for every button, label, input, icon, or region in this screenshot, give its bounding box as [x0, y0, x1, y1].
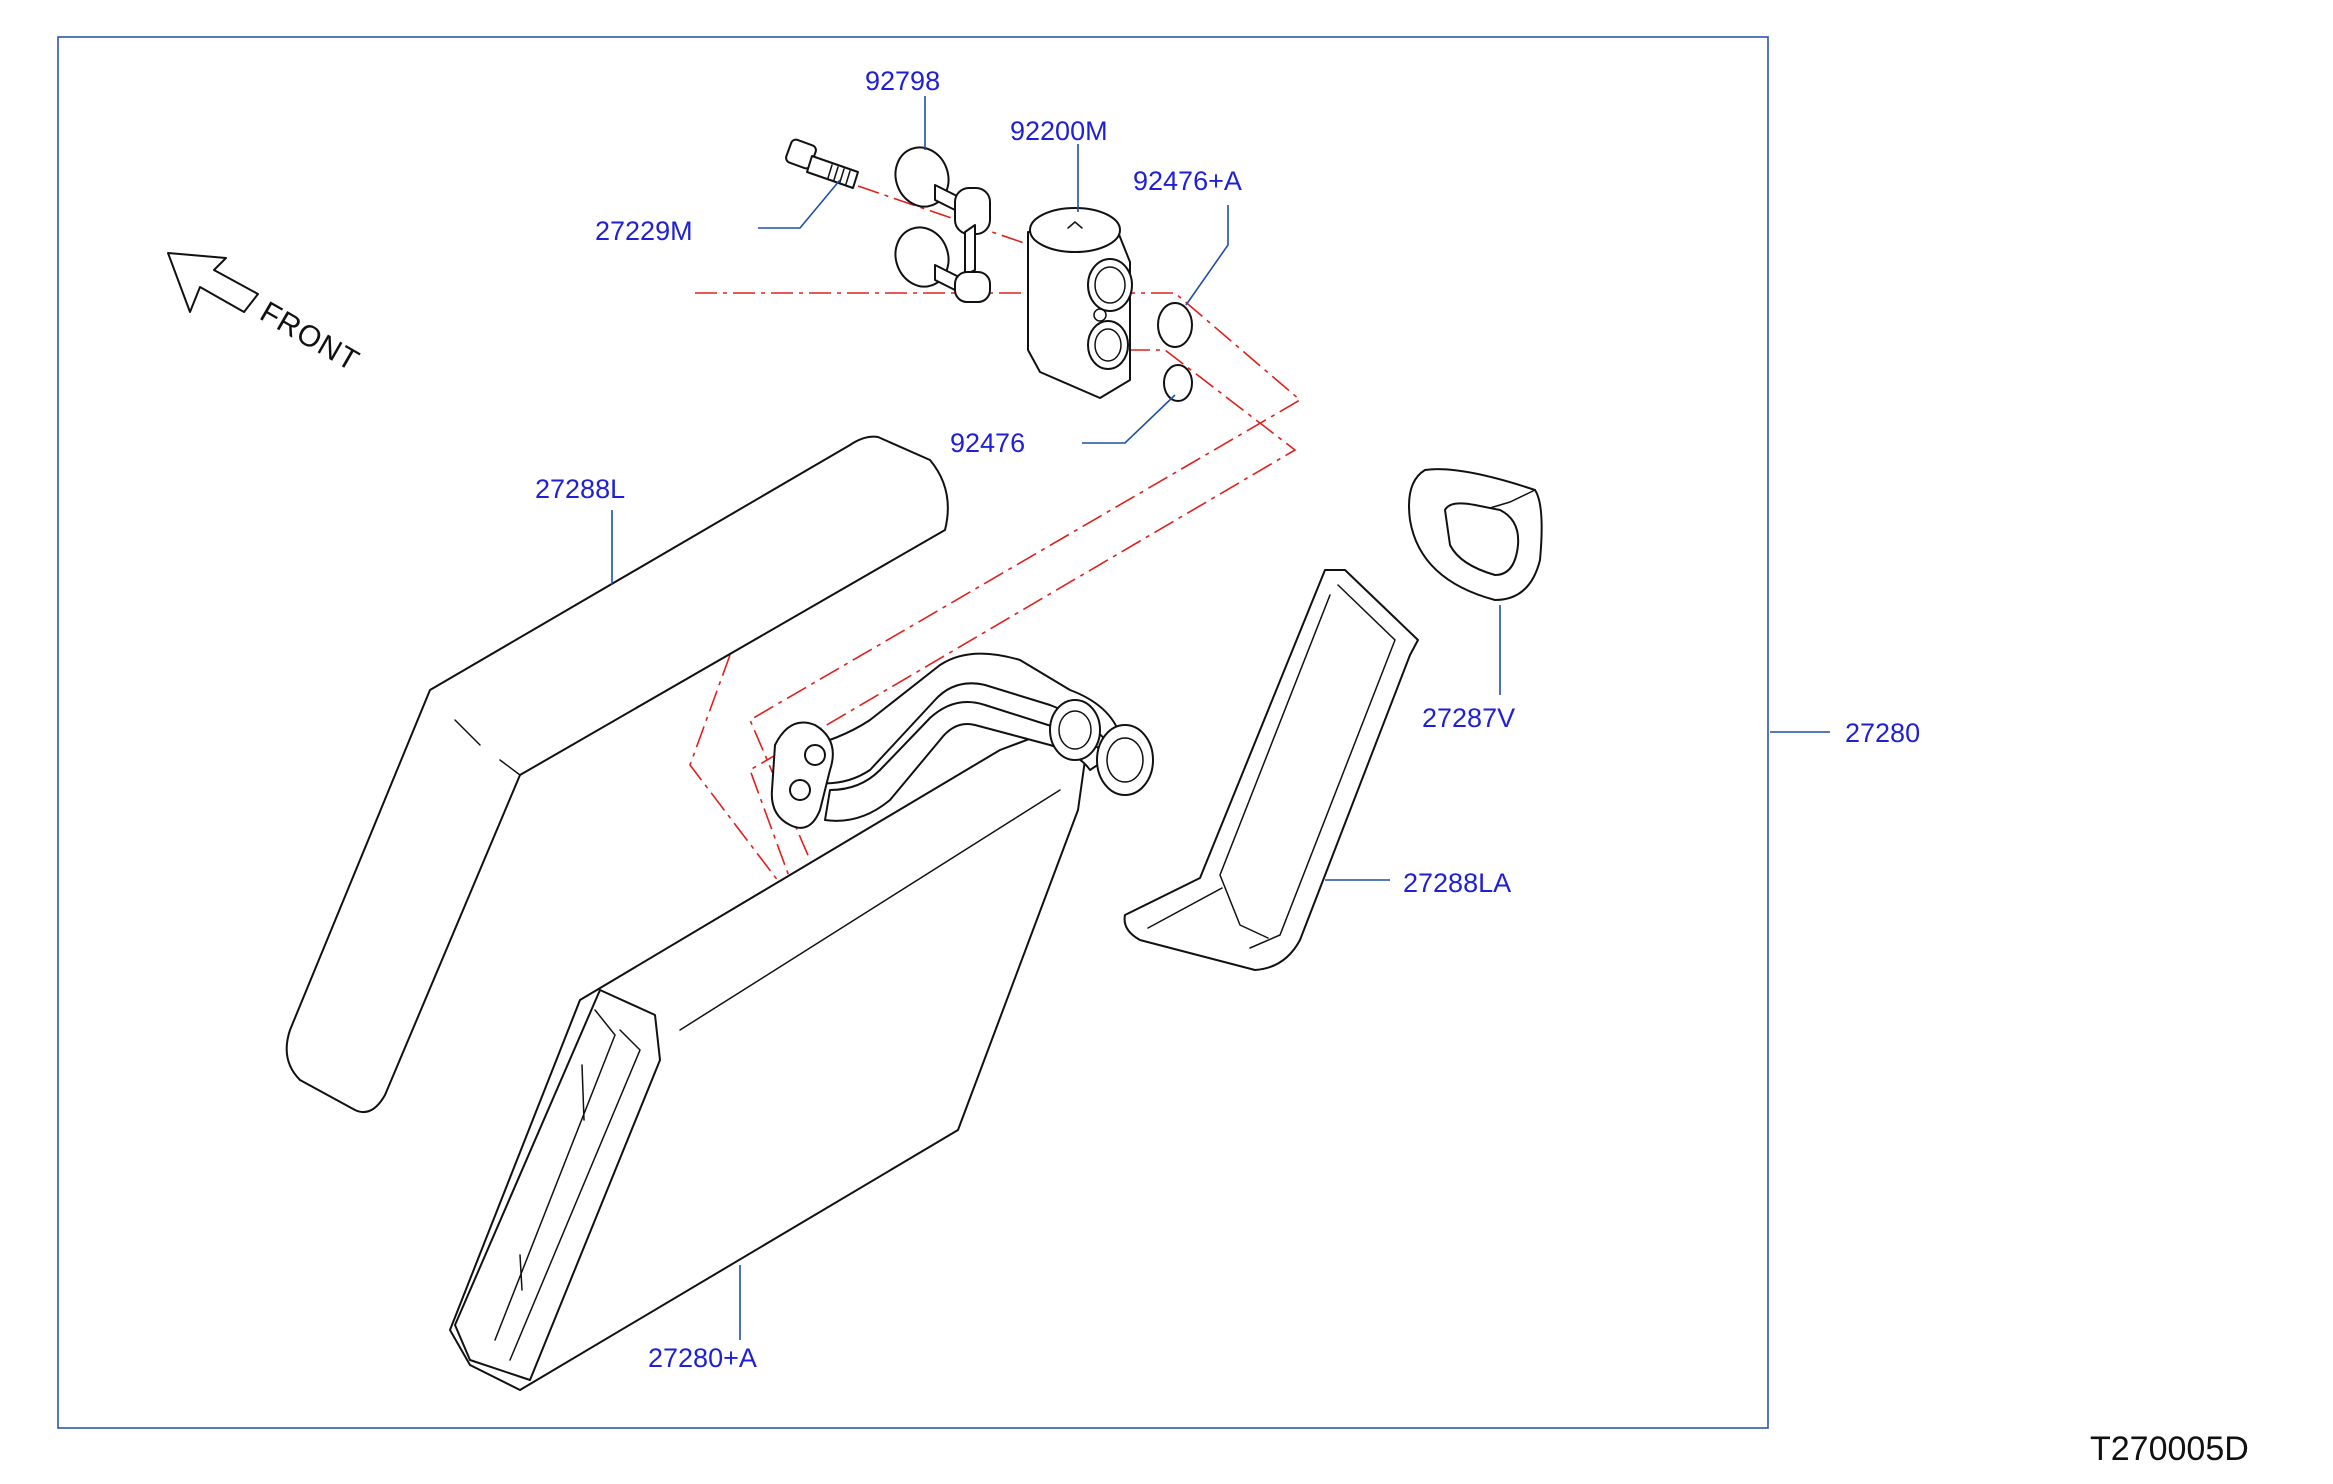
evaporator-core-27280a: [449, 734, 1086, 1391]
label-27280: 27280: [1845, 718, 1920, 748]
expansion-valve-92200m: [1027, 207, 1133, 399]
label-27288la: 27288LA: [1403, 868, 1511, 898]
label-92476: 92476: [950, 428, 1025, 458]
part-labels: 92798 92200M 92476+A 27229M 92476 27288L…: [535, 66, 1920, 1373]
label-27288l: 27288L: [535, 474, 625, 504]
seal-27288la: [1123, 569, 1419, 971]
centerline-lower: [749, 349, 1297, 921]
front-label: FRONT: [255, 295, 365, 378]
label-92200m: 92200M: [1010, 116, 1108, 146]
insulator-27288l: [285, 435, 949, 1114]
o-ring-92476: [1163, 364, 1193, 402]
o-ring-92476a: [1157, 302, 1193, 348]
label-27280a: 27280+A: [648, 1343, 757, 1373]
centerline-left: [689, 654, 801, 921]
front-indicator: FRONT: [167, 252, 365, 378]
assembly-frame: [57, 36, 1769, 1429]
front-arrow-icon: [167, 252, 259, 313]
diagram-code: T270005D: [2090, 1430, 2249, 1468]
grommet-27287v: [1408, 468, 1543, 601]
label-92476a: 92476+A: [1133, 166, 1242, 196]
centerline-bolt: [857, 185, 1031, 246]
centerlines: [689, 185, 1302, 921]
label-92798: 92798: [865, 66, 940, 96]
label-27229m: 27229M: [595, 216, 693, 246]
bolt-27229m: [785, 138, 859, 189]
pipe-assembly: [770, 652, 1154, 829]
centerline-upper: [695, 292, 1302, 861]
label-27287v: 27287V: [1422, 703, 1515, 733]
clamp-92798: [894, 146, 991, 303]
leader-lines: [611, 96, 1830, 1340]
